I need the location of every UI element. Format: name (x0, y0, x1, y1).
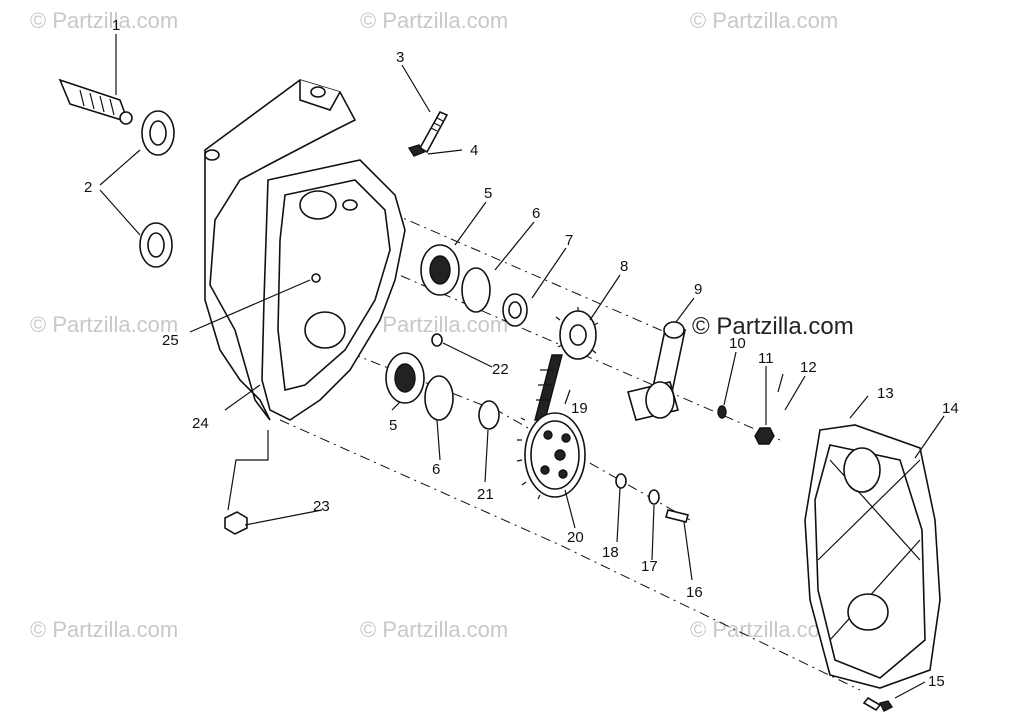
callout-label: 18 (602, 544, 619, 561)
callout-label: 1 (112, 17, 120, 34)
callout-label: 15 (928, 673, 945, 690)
chaincase-cover (804, 424, 941, 689)
callout-label: 12 (800, 359, 817, 376)
o-ring-part (424, 267, 491, 421)
washer-part (478, 400, 500, 430)
watermark-text: © Partzilla.com (360, 8, 508, 33)
callout-label: 2 (84, 179, 92, 196)
callout-label: 3 (396, 49, 404, 66)
callout-label: 24 (192, 415, 209, 432)
callout-label: 8 (620, 258, 628, 275)
callout-label: 5 (389, 417, 397, 434)
callout-label: 16 (686, 584, 703, 601)
chaincase-housing (204, 79, 406, 421)
watermark-text: © Partzilla.com (30, 312, 178, 337)
watermark-layer: © Partzilla.com © Partzilla.com © Partzi… (30, 8, 854, 642)
callout-label: 6 (532, 205, 540, 222)
assembly-axis-lines (279, 194, 861, 691)
callout-label: 22 (492, 361, 509, 378)
drain-plug-part (224, 511, 248, 535)
callout-labels: 1 2 3 4 5 6 7 8 9 10 11 12 13 14 15 16 1… (84, 17, 959, 690)
leader-lines (99, 34, 945, 699)
watermark-text: © Partzilla.com (30, 8, 178, 33)
callout-label: 23 (313, 498, 330, 515)
callout-label: 9 (694, 281, 702, 298)
pin-part (431, 333, 443, 347)
callout-label: 10 (729, 335, 746, 352)
callout-label: 25 (162, 332, 179, 349)
callout-label: 20 (567, 529, 584, 546)
callout-label: 19 (571, 400, 588, 417)
seal-part (502, 293, 528, 327)
shaft-part (58, 78, 133, 125)
callout-label: 11 (758, 350, 774, 367)
watermark-text: © Partzilla.com (30, 617, 178, 642)
callout-label: 7 (565, 232, 573, 249)
fastener-part (615, 473, 689, 523)
nut-part (717, 373, 784, 445)
sprocket-part (516, 412, 586, 500)
watermark-text: © Partzilla.com (360, 617, 508, 642)
tensioner-part (627, 321, 686, 421)
watermark-text: © Partzilla.com (690, 8, 838, 33)
bearing-part (385, 244, 460, 404)
watermark-text: © Partzilla.com (360, 312, 508, 337)
callout-label: 4 (470, 142, 478, 159)
callout-label: 13 (877, 385, 894, 402)
callout-label: 17 (641, 558, 658, 575)
bolt-part (407, 110, 449, 157)
watermark-text: © Partzilla.com (690, 617, 838, 642)
callout-label: 21 (477, 486, 494, 503)
sprocket-part (555, 307, 599, 360)
seal-part (139, 110, 175, 268)
callout-label: 14 (942, 400, 959, 417)
watermark-prominent: © Partzilla.com (692, 313, 854, 340)
callout-label: 6 (432, 461, 440, 478)
screw-part (862, 696, 894, 712)
callout-label: 5 (484, 185, 492, 202)
chain-part (534, 354, 563, 421)
